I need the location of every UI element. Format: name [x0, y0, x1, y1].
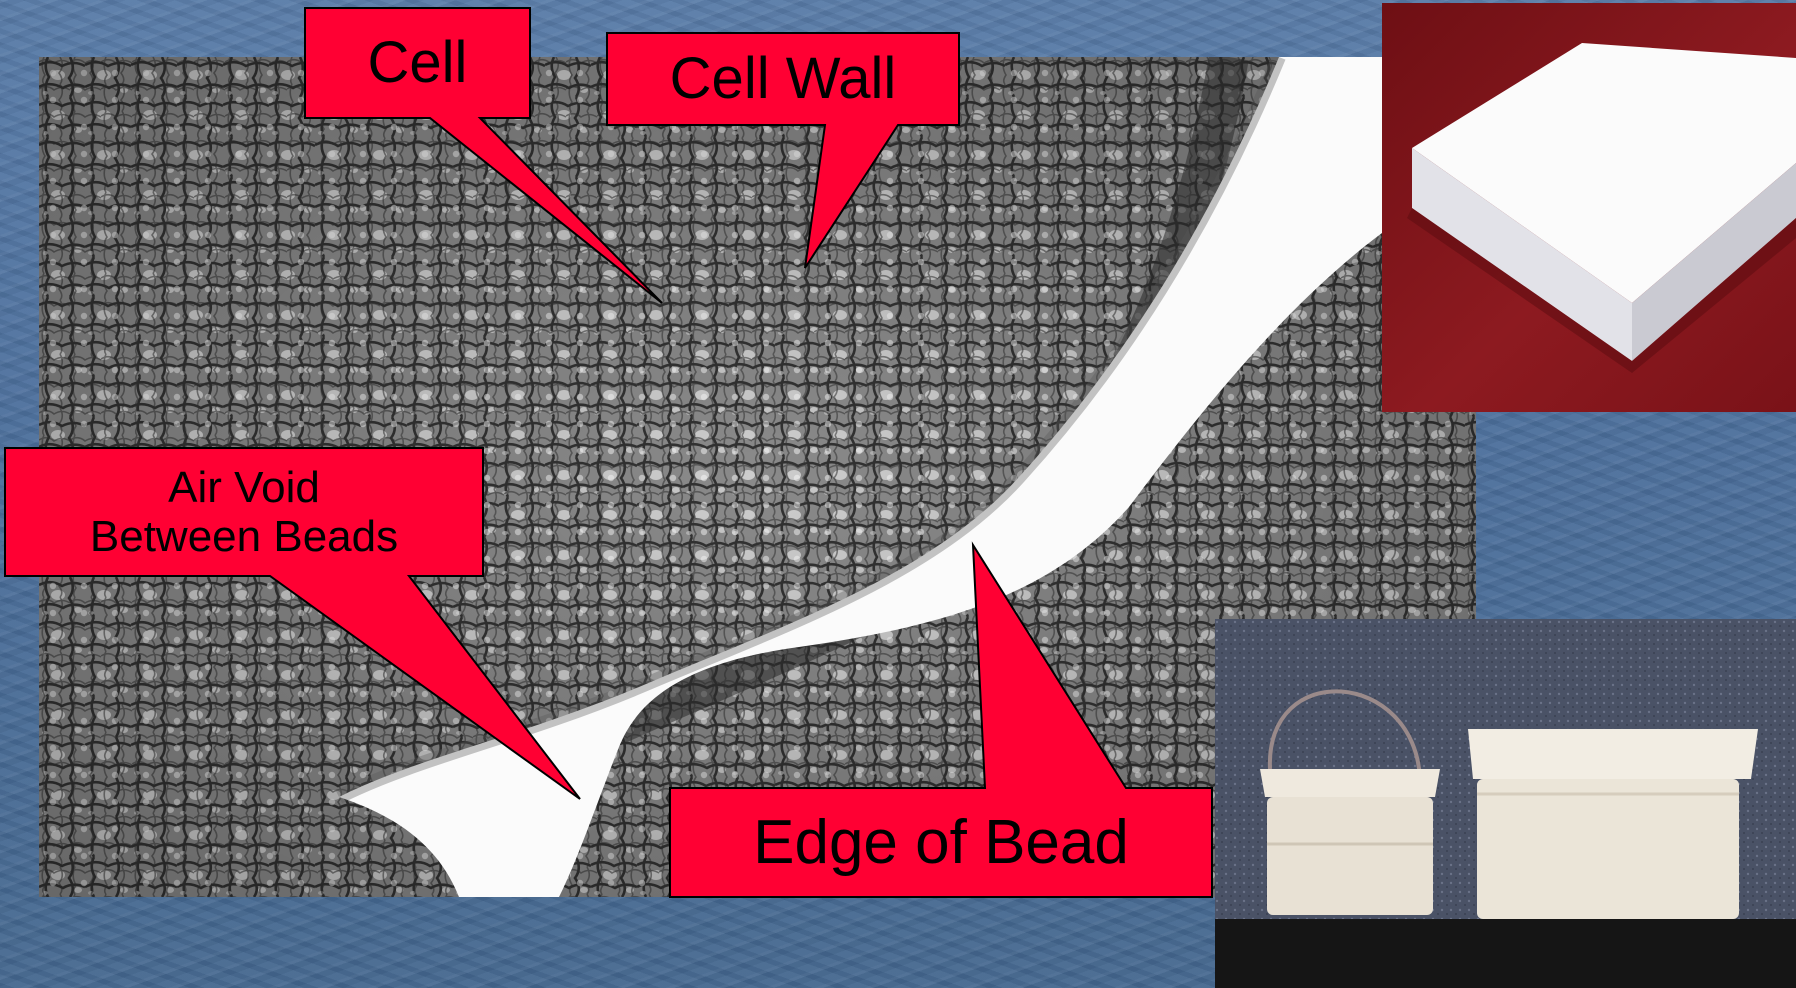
callout-cell-wall: Cell Wall	[607, 33, 959, 125]
callout-cell: Cell	[305, 8, 530, 118]
callout-edge-of-bead: Edge of Bead	[670, 788, 1212, 897]
callout-air-void: Air Void Between Beads	[5, 448, 483, 576]
